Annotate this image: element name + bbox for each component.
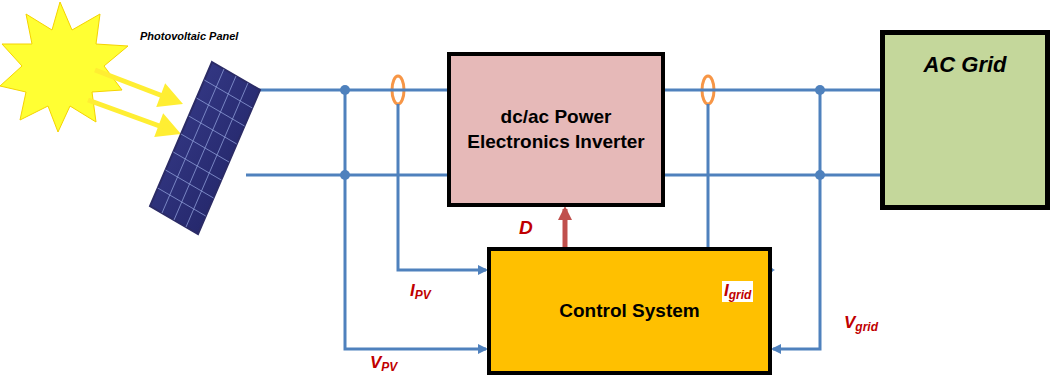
signal-label: Igrid <box>722 281 753 302</box>
sun <box>0 2 178 134</box>
panel-outline <box>140 38 270 238</box>
connector <box>773 90 820 349</box>
signal-subscript: grid <box>729 288 752 302</box>
connector <box>563 209 568 247</box>
signal-label: D <box>517 217 535 239</box>
signal-symbol: V <box>844 313 855 332</box>
panel-label: Photovoltaic Panel <box>140 30 290 42</box>
box-text: dc/ac Power Electronics Inverter <box>465 105 647 154</box>
photovoltaic-panel: Photovoltaic Panel <box>140 38 270 238</box>
connector <box>665 90 880 175</box>
signal-label: IPV <box>408 281 433 302</box>
signal-subscript: grid <box>855 320 878 334</box>
connector <box>708 104 773 270</box>
control-box: Control System <box>487 247 772 375</box>
box-text: Control System <box>559 299 699 324</box>
sun-shape <box>0 2 128 132</box>
signal-subscript: PV <box>381 360 397 374</box>
box-text: AC Grid <box>923 51 1006 80</box>
inverter-box: dc/ac Power Electronics Inverter <box>447 52 665 207</box>
sun-rays <box>88 70 178 134</box>
signal-symbol: V <box>370 353 381 372</box>
signal-label: VPV <box>368 353 399 374</box>
signal-label: Vgrid <box>842 313 880 334</box>
signal-symbol: I <box>724 281 729 300</box>
signal-symbol: I <box>410 281 415 300</box>
connector <box>232 90 447 175</box>
grid-box: AC Grid <box>880 30 1050 210</box>
signal-subscript: PV <box>415 288 431 302</box>
